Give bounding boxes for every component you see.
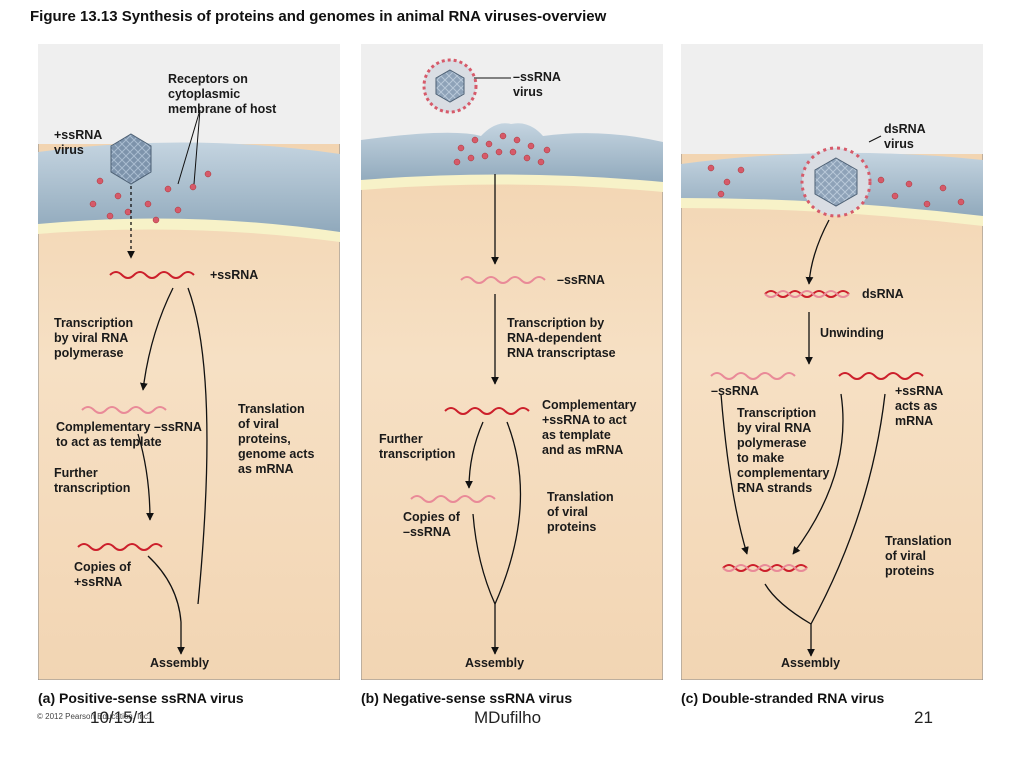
caption-b: (b) Negative-sense ssRNA virus [361,690,573,706]
unwound-positive-rna [838,372,924,380]
further-transcription-label: Further transcription [379,432,456,461]
negative-virus-label: –ssRNA virus [513,70,561,99]
panel-double-stranded: dsRNA virus dsRNA Unwinding –ssRNA +ssRN… [681,44,983,680]
negative-strand-label: –ssRNA [711,384,759,398]
transcription-label: Transcription by viral RNA polymerase to… [737,406,830,495]
ds-virus-label: dsRNA virus [884,122,926,151]
assembly-label: Assembly [150,656,210,670]
caption-c: (c) Double-stranded RNA virus [681,690,885,706]
complementary-label: Complementary +ssRNA to act as template … [542,398,637,457]
panel-c-art [681,44,983,680]
complementary-positive-rna [444,407,530,415]
copyright-notice: © 2012 Pearson Education, Inc. [37,712,151,721]
unwound-negative-rna [710,372,796,380]
caption-a: (a) Positive-sense ssRNA virus [38,690,244,706]
panel-b-art [361,44,663,680]
ds-genome-label: dsRNA [862,287,904,301]
positive-virus-label: +ssRNA virus [54,128,103,157]
negative-genome-rna [460,276,546,284]
figure-title: Figure 13.13 Synthesis of proteins and g… [30,8,607,25]
receptor-dots [453,132,551,166]
footer-date: 10/15/11 [90,708,155,727]
positive-genome-label: +ssRNA [210,268,259,282]
footer-author: MDufilho [474,708,542,727]
panel-negative-sense: –ssRNA virus –ssRNA Transcription by RNA… [361,44,663,680]
positive-genome-rna [109,271,195,279]
transcription-label: Transcription by viral RNA polymerase [54,316,134,360]
positive-virus-capsid [110,133,152,185]
template-label: Complementary –ssRNA to act as template [56,420,202,449]
positive-rna-copies [77,543,163,551]
receptors-label: Receptors on cytoplasmic membrane of hos… [168,72,277,116]
receptor-dots [707,164,965,208]
copies-label: Copies of +ssRNA [74,560,131,589]
assembly-label: Assembly [781,656,841,670]
receptor-dots [89,170,212,224]
panel-a-extracellular [38,44,340,144]
panel-a-art [38,44,340,680]
further-transcription-label: Further transcription [54,466,131,495]
translation-label: Translation of viral proteins, genome ac… [238,402,315,476]
panel-a-membrane-inner [38,218,340,242]
unwinding-label: Unwinding [820,326,884,340]
negative-virus-envelope [422,58,478,114]
positive-strand-label: +ssRNA acts as mRNA [895,384,944,428]
copies-label: Copies of –ssRNA [403,510,460,539]
translation-label: Translation of viral proteins [885,534,952,578]
complementary-negative-rna [81,406,167,414]
assembly-label: Assembly [465,656,525,670]
panel-b-membrane-inner [361,174,663,192]
transcription-label: Transcription by RNA-dependent RNA trans… [507,316,616,360]
footer-page-number: 21 [914,708,933,727]
new-ds-rna [722,564,808,572]
negative-genome-label: –ssRNA [557,273,605,287]
panel-positive-sense: Receptors on cytoplasmic membrane of hos… [38,44,340,680]
ds-virus-envelope [800,146,872,218]
ds-genome-rna [764,290,850,298]
translation-label: Translation of viral proteins [547,490,614,534]
panel-c-extracellular [681,44,983,154]
negative-rna-copies [410,495,496,503]
